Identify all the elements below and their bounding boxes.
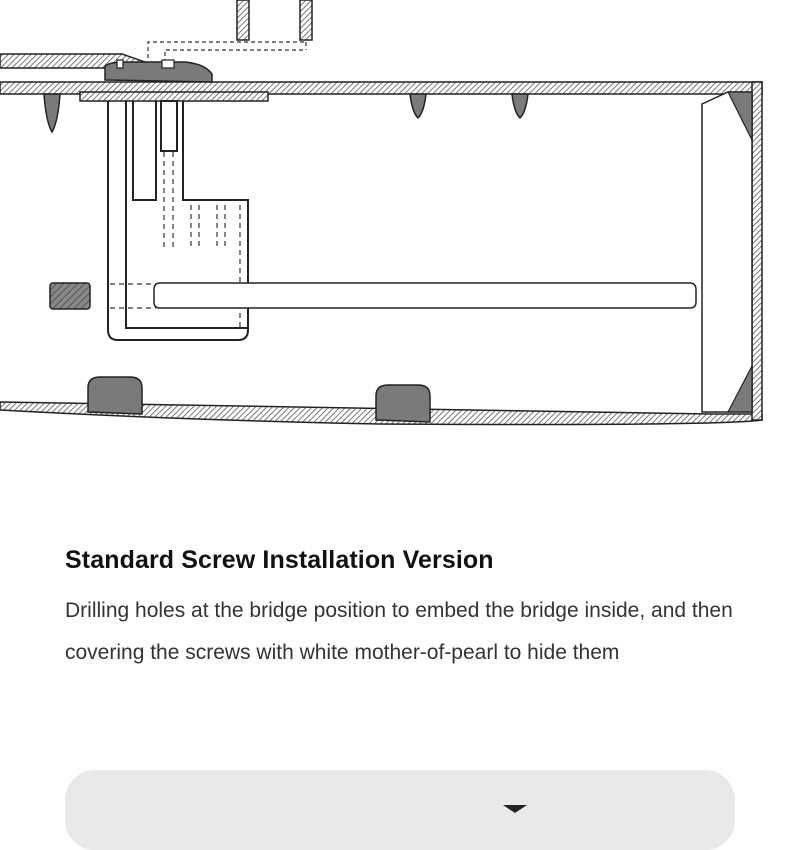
screw-left bbox=[236, 0, 250, 41]
dowel-dashes bbox=[110, 152, 241, 328]
screw-path-dashed bbox=[147, 41, 307, 63]
bridge bbox=[104, 59, 213, 83]
triangle-down-icon bbox=[503, 805, 527, 813]
section-heading: Standard Screw Installation Version bbox=[65, 546, 494, 574]
section-description: Drilling holes at the bridge position to… bbox=[65, 599, 733, 664]
screws bbox=[236, 0, 313, 41]
neck-block bbox=[107, 100, 249, 341]
truss-rod bbox=[153, 282, 697, 309]
bridge-plate bbox=[79, 91, 269, 102]
guitar-cross-section-diagram bbox=[0, 0, 763, 426]
next-section-card bbox=[65, 770, 735, 850]
tail-end bbox=[701, 81, 763, 421]
back-braces bbox=[87, 376, 431, 423]
top-soundboard bbox=[0, 53, 763, 95]
hatched-block bbox=[49, 282, 91, 310]
top-braces bbox=[43, 93, 529, 134]
screw-right bbox=[299, 0, 313, 41]
